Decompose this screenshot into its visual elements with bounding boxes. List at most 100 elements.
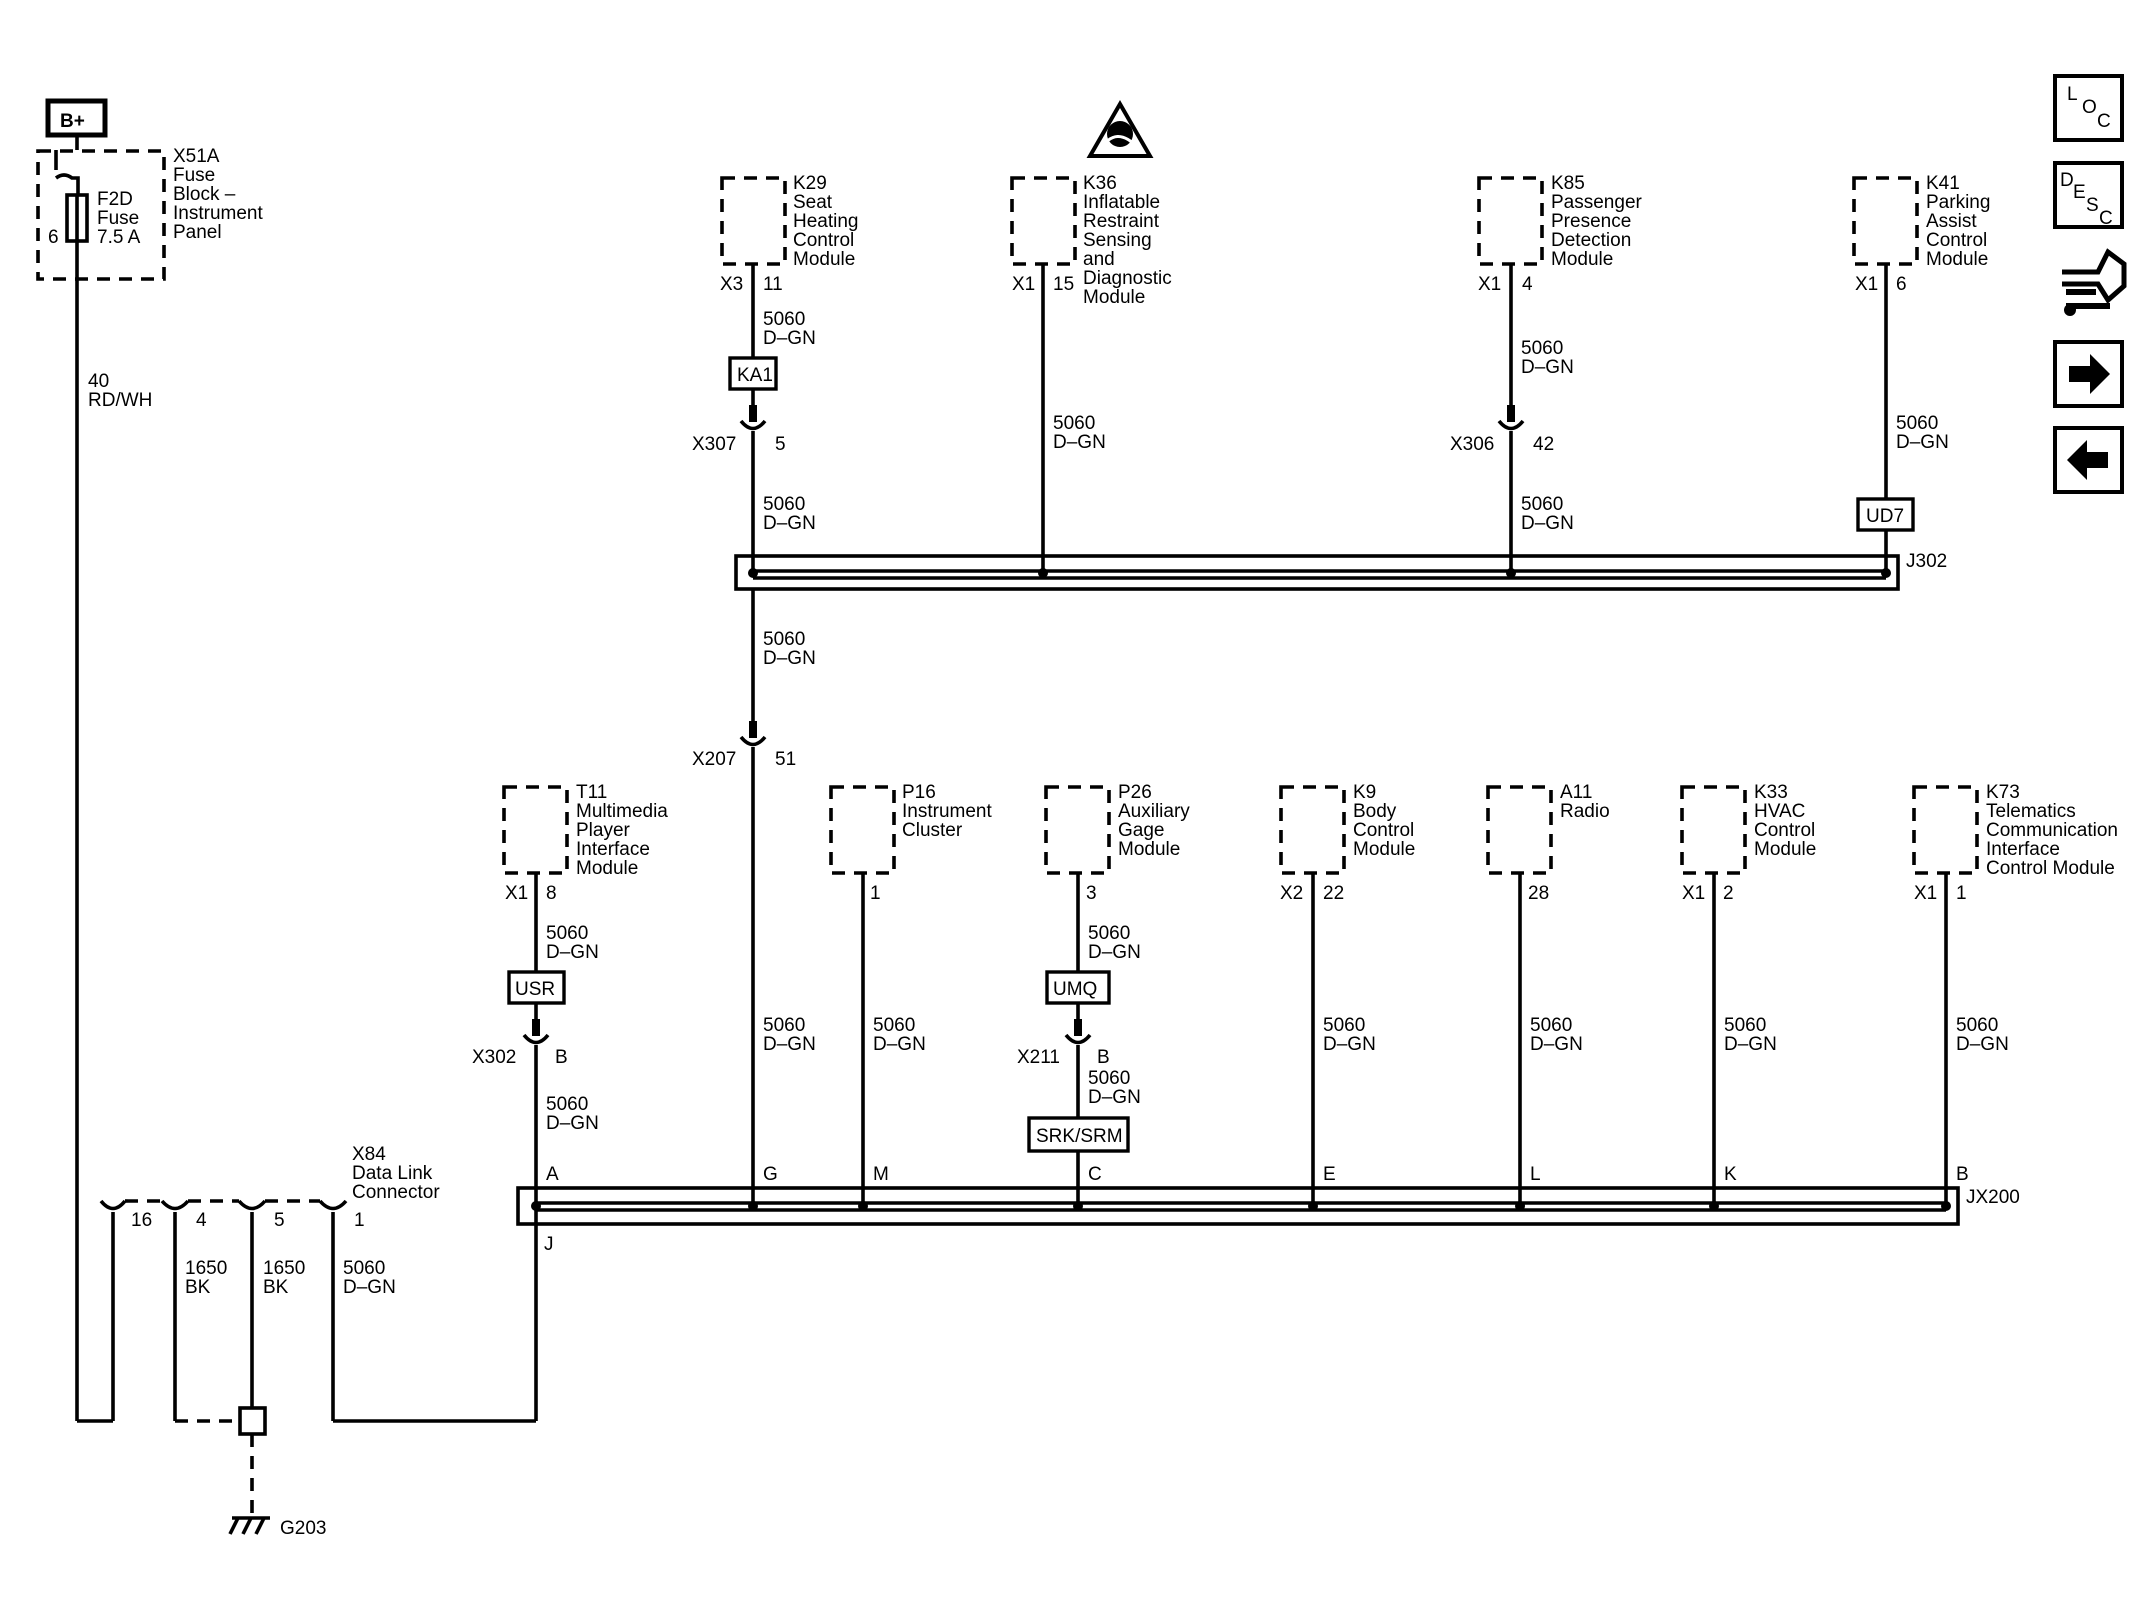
svg-text:K29 Seat Heating: K29 Seat Heating Control Module (793, 173, 864, 270)
connector-x306: X306 42 (1450, 434, 1554, 455)
svg-text:C: C (1088, 1164, 1102, 1185)
svg-text:E: E (2073, 182, 2086, 203)
module-p26: P26 Auxiliary Gage Module 3 (1044, 782, 1195, 904)
svg-text:J: J (544, 1234, 554, 1255)
module-k36: K36 Inflatable Restraint Sensing and Dia… (1010, 173, 1177, 308)
svg-text:E: E (1323, 1164, 1336, 1185)
prev-button[interactable] (2053, 426, 2124, 494)
svg-text:A: A (546, 1164, 559, 1185)
module-k29: K29 Seat Heating Control Module X3 11 (720, 173, 864, 295)
svg-text:X1: X1 (1012, 274, 1035, 295)
svg-text:6: 6 (1896, 274, 1907, 295)
power-wire-label: 40 RD/WH (88, 371, 152, 411)
svg-text:X302: X302 (472, 1047, 516, 1068)
arrow-left-icon (2067, 440, 2108, 480)
svg-text:X1: X1 (1682, 883, 1705, 904)
svg-text:K33 HVAC Control: K33 HVAC Control Module (1754, 782, 1821, 860)
option-umq: UMQ (1045, 970, 1111, 1005)
svg-text:K9 Body Control: K9 Body Control Module (1353, 782, 1420, 860)
svg-text:K36 Inflatable Res: K36 Inflatable Restraint Sensing and Dia… (1083, 173, 1177, 308)
module-k33: K33 HVAC Control Module X1 2 (1680, 782, 1821, 904)
connector-x207: X207 51 (692, 749, 796, 770)
svg-text:16: 16 (131, 1210, 152, 1231)
connector-x211: X211 B (1017, 1047, 1110, 1068)
svg-text:K41 Parking Assist: K41 Parking Assist Control Module (1926, 173, 1996, 270)
svg-text:X207: X207 (692, 749, 736, 770)
svg-text:P16 Instrument Clu: P16 Instrument Cluster (902, 782, 997, 841)
svg-text:4: 4 (196, 1210, 207, 1231)
svg-text:SRK/SRM: SRK/SRM (1036, 1126, 1123, 1147)
splice-j302: J302 (734, 551, 1947, 591)
svg-text:K85 Passenger Pres: K85 Passenger Presence Detection Module (1551, 173, 1647, 270)
svg-text:B: B (1097, 1047, 1110, 1068)
svg-text:42: 42 (1533, 434, 1554, 455)
option-srk-srm: SRK/SRM (1027, 1116, 1130, 1153)
svg-text:KA1: KA1 (737, 365, 773, 386)
svg-text:S: S (2086, 195, 2099, 216)
module-k73: K73 Telematics Communication Interface C… (1912, 782, 2123, 904)
svg-text:K73 Telematics Com: K73 Telematics Communication Interface C… (1986, 782, 2123, 879)
svg-text:M: M (873, 1164, 889, 1185)
dlc-label: X84 Data Link Connector (352, 1144, 440, 1203)
module-a11: A11 Radio 28 (1486, 782, 1610, 904)
svg-text:4: 4 (1522, 274, 1533, 295)
svg-text:G: G (763, 1164, 778, 1185)
fuse-block-outline (36, 149, 166, 281)
svg-text:X306: X306 (1450, 434, 1494, 455)
svg-text:JX200: JX200 (1966, 1187, 2020, 1208)
module-k9: K9 Body Control Module X2 22 (1279, 782, 1420, 904)
svg-text:L: L (1530, 1164, 1541, 1185)
svg-text:11: 11 (763, 274, 783, 295)
svg-text:J302: J302 (1906, 551, 1947, 572)
svg-text:3: 3 (1086, 883, 1097, 904)
svg-text:X211: X211 (1017, 1047, 1060, 1068)
svg-text:L: L (2067, 84, 2078, 105)
svg-text:28: 28 (1528, 883, 1549, 904)
loc-button[interactable]: L O C (2053, 74, 2124, 142)
svg-text:1: 1 (870, 883, 881, 904)
svg-text:C: C (2097, 111, 2111, 132)
svg-text:T11 Multimedia Pla: T11 Multimedia Player Interface Module (576, 782, 673, 879)
fuse-pin-label: 6 (48, 227, 59, 248)
svg-text:X1: X1 (1855, 274, 1878, 295)
svg-text:X2: X2 (1280, 883, 1303, 904)
svg-text:D: D (2060, 170, 2074, 191)
svg-text:B: B (1956, 1164, 1969, 1185)
svg-text:5: 5 (274, 1210, 285, 1231)
fuse-label: F2D Fuse 7.5 A (97, 189, 145, 248)
svg-text:X1: X1 (505, 883, 528, 904)
svg-text:1: 1 (1956, 883, 1967, 904)
svg-text:P26 Auxiliary Gage: P26 Auxiliary Gage Module (1118, 782, 1195, 860)
arrow-right-icon (2069, 354, 2110, 394)
splice-jx200: JX200 A G M C E L K B J (516, 1164, 2020, 1255)
b-plus-box: B+ (45, 98, 108, 138)
desc-button[interactable]: D E S C (2053, 161, 2124, 229)
module-t11: T11 Multimedia Player Interface Module X… (502, 782, 673, 904)
module-k85: K85 Passenger Presence Detection Module … (1477, 173, 1647, 295)
option-ka1: KA1 (728, 356, 778, 391)
next-button[interactable] (2053, 340, 2124, 408)
svg-text:USR: USR (515, 979, 555, 1000)
svg-text:5: 5 (775, 434, 786, 455)
schematic-icon[interactable] (2062, 248, 2127, 316)
svg-text:O: O (2082, 97, 2097, 118)
